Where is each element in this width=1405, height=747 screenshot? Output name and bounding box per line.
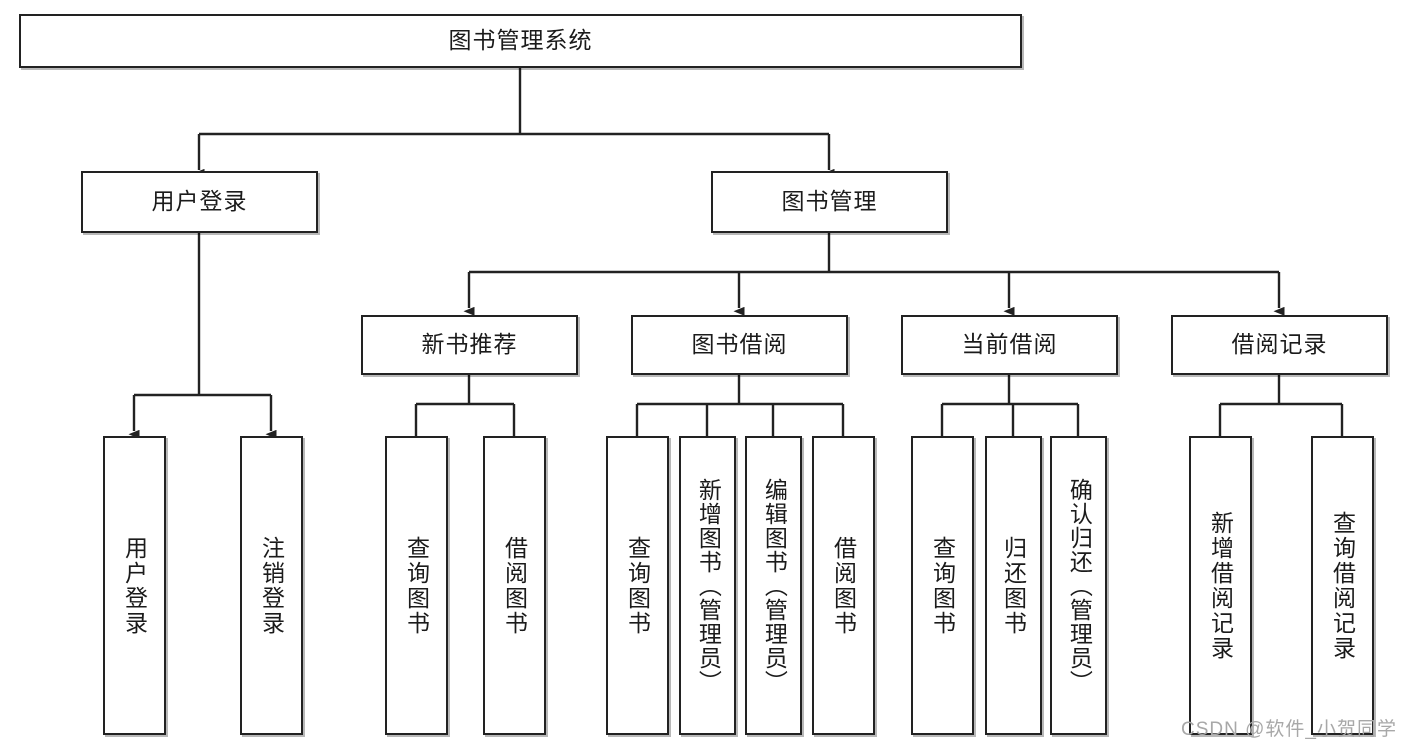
node-borrow-record-label: 借阅记录: [1231, 331, 1328, 358]
node-leaf-confirm-return-label: 确认归还（管理员）: [1066, 477, 1093, 694]
node-leaf-add-book-label: 新增图书（管理员）: [695, 477, 722, 694]
node-leaf-confirm-return[interactable]: 确认归还（管理员）: [1050, 436, 1107, 735]
node-book-borrow[interactable]: 图书借阅: [631, 315, 848, 375]
node-leaf-query-book-rec-label: 查询图书: [403, 535, 430, 636]
node-user-login[interactable]: 用户登录: [81, 171, 318, 233]
node-leaf-borrow-book-label: 借阅图书: [830, 535, 857, 636]
node-leaf-query-book-rec[interactable]: 查询图书: [385, 436, 448, 735]
node-new-book-recommend-label: 新书推荐: [421, 331, 518, 358]
node-leaf-user-login-label: 用户登录: [121, 535, 148, 636]
node-leaf-add-book[interactable]: 新增图书（管理员）: [679, 436, 736, 735]
node-leaf-query-book-cur[interactable]: 查询图书: [911, 436, 974, 735]
node-book-manage-label: 图书管理: [781, 188, 878, 215]
node-leaf-return-book[interactable]: 归还图书: [985, 436, 1042, 735]
node-leaf-edit-book[interactable]: 编辑图书（管理员）: [745, 436, 802, 735]
node-borrow-record[interactable]: 借阅记录: [1171, 315, 1388, 375]
node-book-borrow-label: 图书借阅: [691, 331, 788, 358]
node-root[interactable]: 图书管理系统: [19, 14, 1022, 68]
node-leaf-borrow-book-rec[interactable]: 借阅图书: [483, 436, 546, 735]
node-leaf-query-record[interactable]: 查询借阅记录: [1311, 436, 1374, 735]
node-leaf-edit-book-label: 编辑图书（管理员）: [761, 477, 788, 694]
node-current-borrow[interactable]: 当前借阅: [901, 315, 1118, 375]
node-root-label: 图书管理系统: [448, 27, 593, 54]
node-leaf-borrow-book-rec-label: 借阅图书: [501, 535, 528, 636]
node-leaf-borrow-book[interactable]: 借阅图书: [812, 436, 875, 735]
node-leaf-query-book-borrow-label: 查询图书: [624, 535, 651, 636]
node-leaf-add-record[interactable]: 新增借阅记录: [1189, 436, 1252, 735]
node-leaf-user-login[interactable]: 用户登录: [103, 436, 166, 735]
node-current-borrow-label: 当前借阅: [961, 331, 1058, 358]
node-leaf-query-book-cur-label: 查询图书: [929, 535, 956, 636]
node-leaf-query-record-label: 查询借阅记录: [1329, 510, 1356, 661]
node-book-manage[interactable]: 图书管理: [711, 171, 948, 233]
node-leaf-query-book-borrow[interactable]: 查询图书: [606, 436, 669, 735]
node-leaf-add-record-label: 新增借阅记录: [1207, 510, 1234, 661]
node-new-book-recommend[interactable]: 新书推荐: [361, 315, 578, 375]
node-leaf-return-book-label: 归还图书: [1000, 535, 1027, 636]
node-leaf-logout-label: 注销登录: [258, 535, 285, 636]
node-user-login-label: 用户登录: [151, 188, 248, 215]
node-leaf-logout[interactable]: 注销登录: [240, 436, 303, 735]
